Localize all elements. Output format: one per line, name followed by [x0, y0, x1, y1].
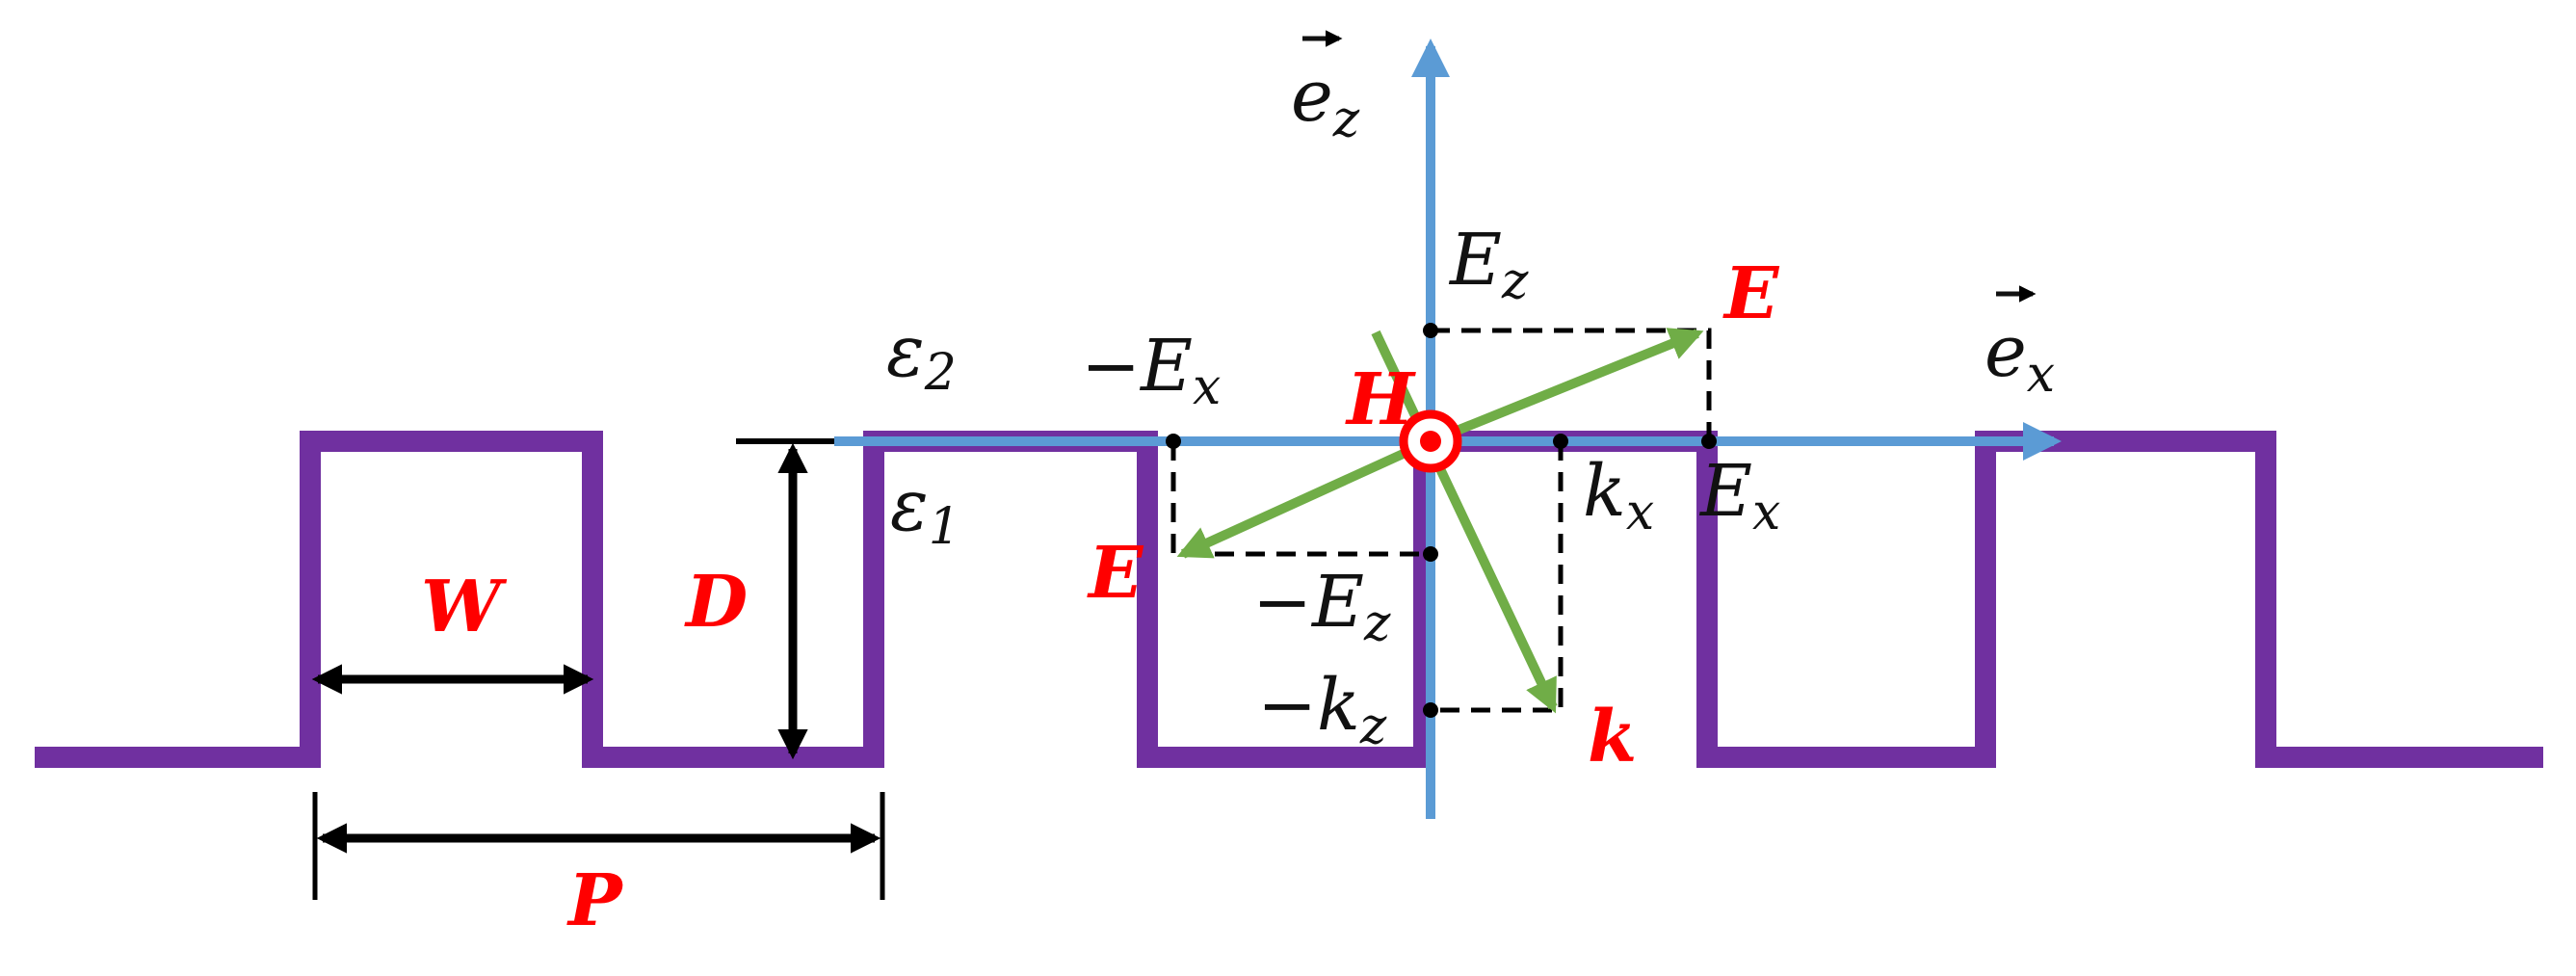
neg-kz-component-label: −kz [1257, 664, 1387, 755]
period-label: P [566, 859, 624, 942]
ex-label: ex [1985, 285, 2055, 404]
depth-dimension [736, 438, 834, 760]
kx-component-label: kx [1583, 450, 1654, 541]
k-label: k [1588, 696, 1637, 778]
period-dimension [312, 792, 885, 900]
e-lower-label: E [1087, 532, 1144, 615]
ez-component-label: Ez [1448, 219, 1529, 310]
e-vector-lower [1176, 436, 1433, 559]
epsilon-1-label: ε1 [890, 464, 960, 556]
ez-label: ez [1291, 30, 1360, 148]
k-vector [1371, 330, 1558, 714]
svg-text:ex: ex [1985, 310, 2055, 404]
projection-lines [1170, 328, 1712, 713]
neg-ez-component-label: −Ez [1252, 561, 1391, 652]
epsilon-2-label: ε2 [886, 310, 957, 402]
neg-ex-component-label: −Ex [1081, 325, 1221, 416]
e-vector-upper [1429, 328, 1704, 446]
e-upper-label: E [1722, 252, 1780, 335]
field-vectors [1176, 328, 1704, 714]
width-label: W [421, 566, 508, 648]
depth-label: D [684, 561, 748, 644]
component-points [1166, 323, 1717, 718]
circle-dot-out-of-page-icon [1399, 409, 1462, 473]
svg-text:ez: ez [1291, 55, 1360, 148]
h-label: H [1345, 358, 1416, 441]
ex-component-label: Ex [1698, 450, 1780, 541]
